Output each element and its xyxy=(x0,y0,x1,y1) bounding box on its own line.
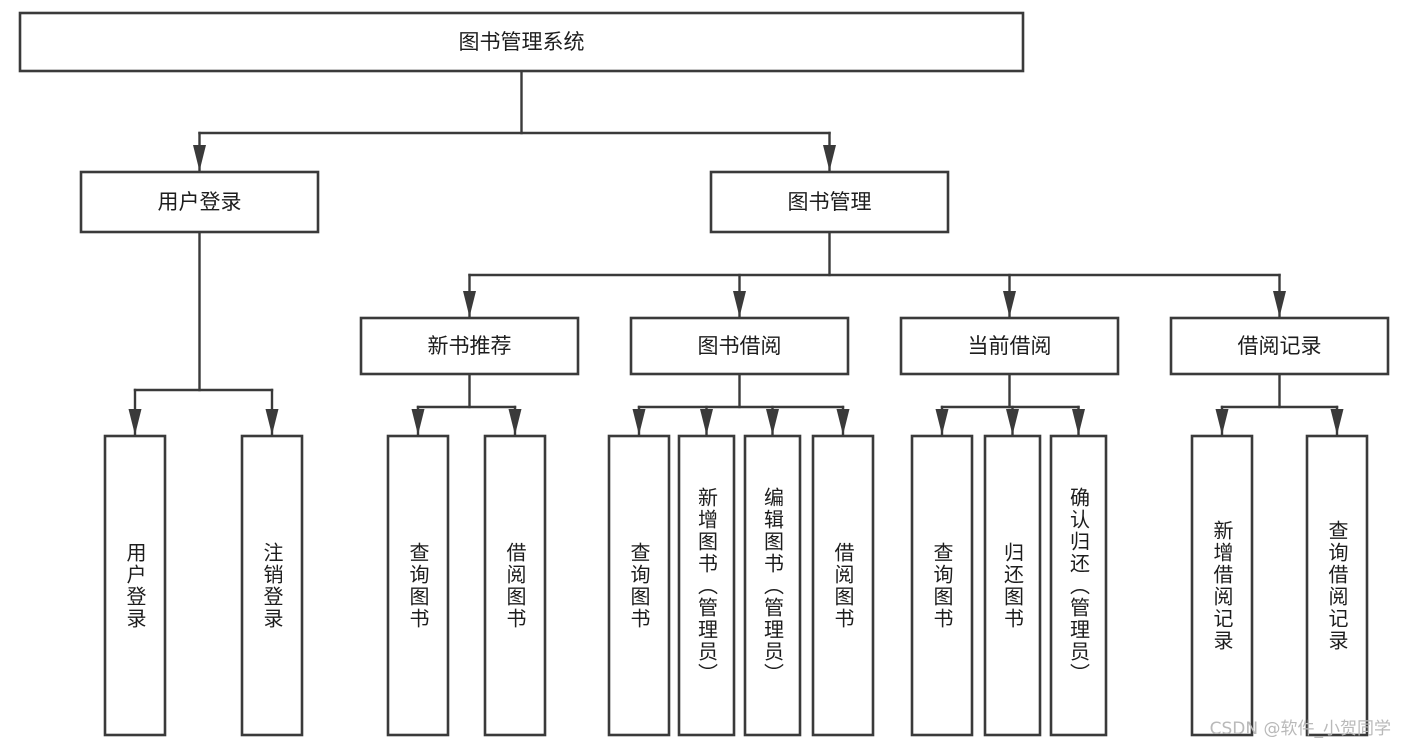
arrow-head-icon xyxy=(1215,409,1229,435)
node-leaf-query-book-3[interactable] xyxy=(910,434,974,737)
node-leaf-query-book-1[interactable] xyxy=(386,434,450,737)
node-root[interactable] xyxy=(18,11,1025,73)
arrow-head-icon xyxy=(632,409,646,435)
node-leaf-borrow-book-2[interactable] xyxy=(811,434,875,737)
watermark-text: CSDN @软件_小贺同学 xyxy=(1209,719,1391,739)
arrow-head-icon xyxy=(128,409,142,435)
node-borrow-record[interactable] xyxy=(1169,316,1390,376)
arrow-head-icon xyxy=(1072,409,1085,435)
node-label-book-manage: 图书管理 xyxy=(788,190,872,214)
arrow-head-icon xyxy=(463,291,476,317)
arrow-head-icon xyxy=(508,409,522,435)
arrow-head-icon xyxy=(1006,409,1019,435)
arrow-head-icon xyxy=(1003,291,1016,317)
arrow-head-icon xyxy=(193,145,206,171)
node-label-book-borrow: 图书借阅 xyxy=(698,334,782,358)
node-label-new-book-recommend: 新书推荐 xyxy=(428,334,512,358)
arrow-head-icon xyxy=(411,409,425,435)
node-user-login[interactable] xyxy=(79,170,320,234)
node-leaf-user-logout[interactable] xyxy=(240,434,304,737)
arrow-head-icon xyxy=(1273,291,1286,317)
connectors-layer xyxy=(128,69,1344,436)
node-book-manage[interactable] xyxy=(709,170,950,234)
node-label-user-login: 用户登录 xyxy=(158,190,242,214)
node-label-root: 图书管理系统 xyxy=(459,30,585,54)
node-leaf-confirm-return-admin[interactable] xyxy=(1049,434,1108,737)
node-leaf-return-book[interactable] xyxy=(983,434,1042,737)
arrow-head-icon xyxy=(823,145,836,171)
node-label-borrow-record: 借阅记录 xyxy=(1238,334,1322,358)
node-leaf-add-book-admin[interactable] xyxy=(677,434,736,737)
node-label-current-borrow: 当前借阅 xyxy=(968,334,1052,358)
arrow-head-icon xyxy=(766,409,779,435)
node-current-borrow[interactable] xyxy=(899,316,1120,376)
boxes-layer xyxy=(18,11,1390,737)
node-leaf-query-book-2[interactable] xyxy=(607,434,671,737)
node-new-book-recommend[interactable] xyxy=(359,316,580,376)
arrow-head-icon xyxy=(836,409,850,435)
arrow-head-icon xyxy=(733,291,746,317)
arrow-head-icon xyxy=(1330,409,1344,435)
node-leaf-edit-book-admin[interactable] xyxy=(743,434,802,737)
node-leaf-borrow-book-1[interactable] xyxy=(483,434,547,737)
arrow-head-icon xyxy=(700,409,713,435)
node-leaf-add-borrow-record[interactable] xyxy=(1190,434,1254,737)
node-leaf-user-login[interactable] xyxy=(103,434,167,737)
arrow-head-icon xyxy=(935,409,949,435)
node-leaf-query-borrow-record[interactable] xyxy=(1305,434,1369,737)
arrow-head-icon xyxy=(265,409,279,435)
node-book-borrow[interactable] xyxy=(629,316,850,376)
